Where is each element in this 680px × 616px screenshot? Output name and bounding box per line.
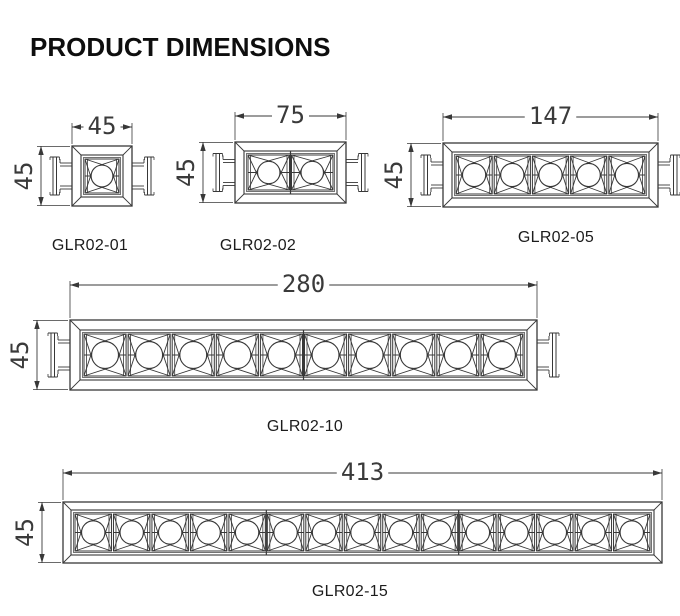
mounting-clips xyxy=(49,156,155,196)
mounting-clips xyxy=(212,153,369,192)
width-dimension-value: 280 xyxy=(282,270,325,298)
height-dimension: 45 xyxy=(10,146,70,206)
led-cells xyxy=(84,158,120,194)
height-dimension: 45 xyxy=(172,142,233,203)
width-dimension: 280 xyxy=(69,270,538,318)
width-dimension-value: 413 xyxy=(341,458,384,486)
height-dimension-value: 45 xyxy=(6,341,34,370)
mounting-clips xyxy=(47,332,560,378)
led-cells xyxy=(247,151,334,194)
figure-glr02-15: 413 45 xyxy=(11,458,663,564)
width-dimension: 75 xyxy=(234,101,347,140)
fixture-outline xyxy=(62,501,663,564)
height-dimension-value: 45 xyxy=(11,518,39,547)
figure-glr02-02: 75 45 xyxy=(172,101,369,204)
figure-glr02-10: 280 45 xyxy=(6,270,560,391)
width-dimension-value: 75 xyxy=(276,101,305,129)
model-label-glr02-01: GLR02-01 xyxy=(51,237,129,254)
height-dimension: 45 xyxy=(380,143,441,207)
model-label-glr02-10: GLR02-10 xyxy=(266,418,344,435)
fixture-outline xyxy=(71,145,133,207)
figure-glr02-01: 45 45 xyxy=(10,112,155,207)
figure-glr02-05: 147 45 xyxy=(380,102,680,208)
led-cells xyxy=(455,155,646,195)
width-dimension: 45 xyxy=(71,112,133,144)
width-dimension: 147 xyxy=(442,102,659,141)
fixture-outline xyxy=(442,142,659,208)
model-label-glr02-15: GLR02-15 xyxy=(311,583,389,600)
model-label-glr02-05: GLR02-05 xyxy=(517,229,595,246)
model-label-glr02-02: GLR02-02 xyxy=(219,237,297,254)
width-dimension-value: 147 xyxy=(529,102,572,130)
height-dimension-value: 45 xyxy=(380,161,408,190)
height-dimension-value: 45 xyxy=(10,162,38,191)
mounting-clips xyxy=(420,154,680,196)
led-cells xyxy=(74,510,651,555)
height-dimension: 45 xyxy=(11,502,61,563)
height-dimension-value: 45 xyxy=(172,158,200,187)
page-title: PRODUCT DIMENSIONS xyxy=(30,32,331,62)
width-dimension: 413 xyxy=(62,458,663,500)
led-cells xyxy=(83,330,524,380)
width-dimension-value: 45 xyxy=(88,112,117,140)
height-dimension: 45 xyxy=(6,320,68,390)
